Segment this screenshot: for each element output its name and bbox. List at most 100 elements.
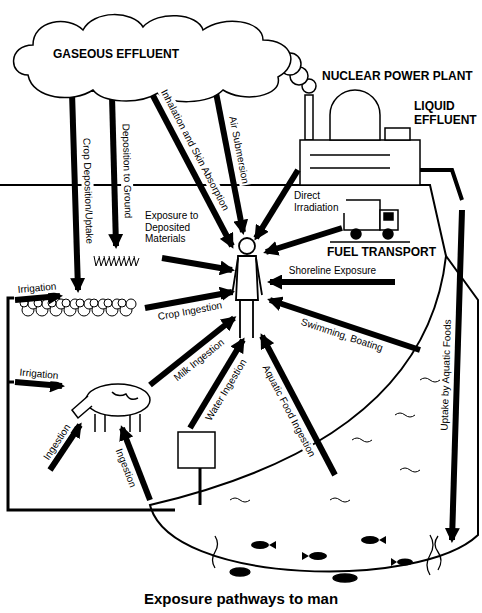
truck xyxy=(344,200,380,230)
pathway-label: Ingestion xyxy=(40,420,74,463)
grass xyxy=(114,256,119,266)
lake xyxy=(230,498,250,502)
fish xyxy=(397,559,413,566)
crops xyxy=(90,299,98,307)
cow xyxy=(72,384,150,432)
fish xyxy=(302,552,309,560)
truck xyxy=(384,213,393,220)
pathway-label: Inhalation and Skin Absorption xyxy=(158,86,233,214)
power-plant xyxy=(385,128,410,140)
pathway-label: Crop Deposition/Uptake xyxy=(81,135,96,245)
power-plant xyxy=(305,95,313,140)
grass xyxy=(94,256,99,266)
power-plant xyxy=(310,155,390,168)
pathway-arrow xyxy=(162,258,232,270)
seaweed xyxy=(213,536,218,568)
fish xyxy=(251,536,413,566)
part-label: Direct Irradiation xyxy=(292,190,346,213)
pathway-arrow xyxy=(112,96,116,246)
cloud-outline xyxy=(14,15,291,102)
seaweed xyxy=(333,574,357,582)
ground xyxy=(330,241,410,243)
cow xyxy=(86,384,150,416)
irrigation-pipe xyxy=(8,298,175,510)
pathway-label: Air Submersion xyxy=(227,113,252,186)
liquid-effluent-pipe xyxy=(420,170,462,200)
pathway-arrow xyxy=(270,279,395,285)
fish xyxy=(269,541,276,549)
lake xyxy=(150,256,478,571)
pathway-arrow xyxy=(262,336,335,475)
irrigation-pipe xyxy=(8,381,14,384)
pathway-label: Swimming, Boating xyxy=(297,316,386,355)
pathway-label: Deposition to Ground xyxy=(120,121,134,220)
seaweed xyxy=(435,536,441,570)
man xyxy=(239,238,255,254)
crops xyxy=(48,299,56,307)
crops xyxy=(62,299,70,307)
man xyxy=(232,258,262,338)
pathway-arrow xyxy=(72,92,78,290)
part-label: Exposure to Deposited Materials xyxy=(143,210,207,245)
grass xyxy=(129,256,134,266)
lake xyxy=(352,438,372,442)
lake xyxy=(400,468,420,472)
pathway-arrow xyxy=(15,296,60,300)
power-plant xyxy=(300,140,420,185)
part-label: LIQUID EFFLUENT xyxy=(412,100,482,128)
crops xyxy=(118,299,126,307)
caption: Exposure pathways to man xyxy=(0,590,482,607)
lake xyxy=(150,256,478,571)
seaweed xyxy=(213,535,442,582)
grass xyxy=(134,256,139,266)
cow xyxy=(72,396,92,418)
fish xyxy=(361,536,379,544)
grass xyxy=(104,256,109,266)
part-label: FUEL TRANSPORT xyxy=(325,246,438,260)
grass xyxy=(99,256,104,266)
fish xyxy=(309,552,327,560)
lake xyxy=(230,378,440,502)
pathway-label: Uptake by Aquatic Foods xyxy=(439,317,454,432)
cow xyxy=(112,392,138,399)
water-tank xyxy=(199,468,202,505)
pathway-label: Irrigation xyxy=(17,366,61,381)
liquid-effluent-pipe xyxy=(420,170,462,200)
lake xyxy=(330,498,350,502)
part-label: NUCLEAR POWER PLANT xyxy=(320,70,475,84)
pathway-arrow xyxy=(270,300,420,350)
pathway-arrow xyxy=(15,382,62,386)
pathway-label: Ingestion xyxy=(112,445,139,491)
pathway-label: Irrigation xyxy=(15,280,59,295)
pathway-label: Aquatic Food Ingestion xyxy=(259,361,319,460)
power-plant xyxy=(300,90,420,185)
power-plant xyxy=(330,90,380,140)
pathway-label: Crop Ingestion xyxy=(155,299,225,323)
truck xyxy=(351,229,361,239)
crops xyxy=(20,299,136,316)
pathway-label: Water Ingestion xyxy=(202,355,250,424)
node-label: GASEOUS EFFLUENT xyxy=(53,47,179,61)
fish xyxy=(391,558,397,566)
grass xyxy=(109,256,114,266)
truck xyxy=(344,200,398,239)
crops xyxy=(104,299,112,307)
water-tank xyxy=(178,432,215,505)
truck xyxy=(380,210,398,230)
pathway-label: Milk Ingestion xyxy=(170,335,228,385)
seaweed xyxy=(230,568,250,576)
crops xyxy=(126,299,136,309)
water-tank xyxy=(178,432,215,468)
man xyxy=(236,256,258,300)
grass xyxy=(119,256,124,266)
grass xyxy=(94,256,139,266)
fish xyxy=(379,536,386,544)
lake xyxy=(420,378,440,382)
irrigation-pipe xyxy=(8,298,175,510)
lake xyxy=(395,413,415,417)
truck xyxy=(383,229,393,239)
pathway-label: Shoreline Exposure xyxy=(287,265,378,277)
pathway-arrow xyxy=(452,210,462,540)
man xyxy=(232,238,262,338)
